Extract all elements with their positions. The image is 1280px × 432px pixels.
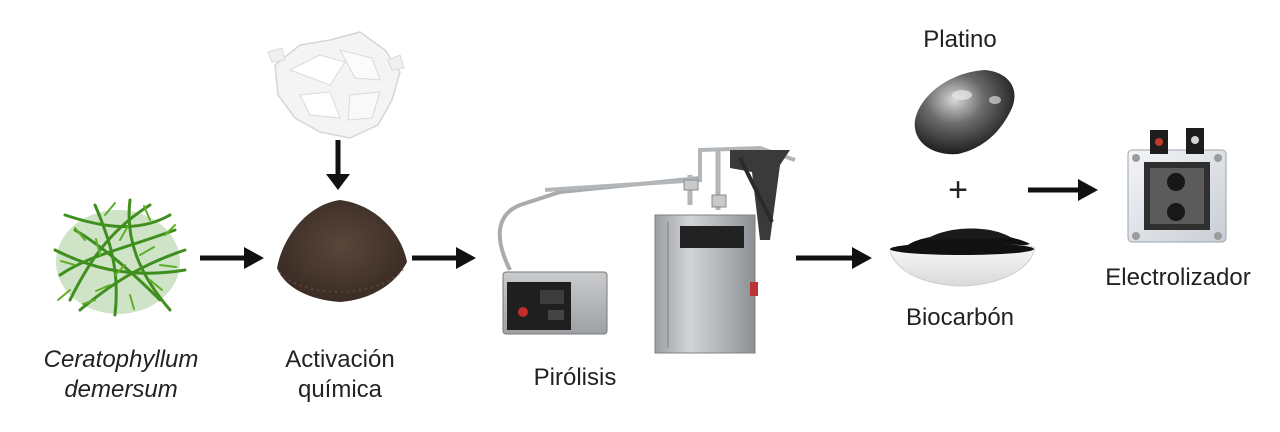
label-activation-line2: química bbox=[297, 376, 383, 403]
chemical-flakes-icon bbox=[267, 31, 405, 139]
down-arrow bbox=[326, 140, 350, 190]
label-pyrolysis: Pirólisis bbox=[533, 364, 617, 391]
label-plant-line1: Ceratophyllum bbox=[43, 346, 199, 373]
label-activation-line1: Activación bbox=[285, 346, 395, 373]
plus-sign: + bbox=[948, 171, 968, 209]
arrow-activation-to-pyrolysis bbox=[412, 247, 476, 269]
label-plant-line2: demersum bbox=[64, 376, 178, 403]
arrow-biochar-to-electrolyzer bbox=[1028, 179, 1098, 201]
arrow-plant-to-activation bbox=[200, 247, 264, 269]
powder-pile-icon bbox=[277, 200, 407, 302]
label-ceratophyllum-demersum: Ceratophyllum demersum bbox=[16, 345, 226, 405]
arrow-pyrolysis-to-biochar bbox=[796, 247, 872, 269]
pyrolysis-furnace-icon bbox=[497, 145, 796, 354]
biochar-bowl-icon bbox=[889, 228, 1036, 287]
label-platinum: Platino bbox=[923, 26, 997, 53]
label-chemical-activation: Activación química bbox=[245, 345, 435, 405]
label-biochar: Biocarbón bbox=[905, 304, 1015, 331]
platinum-nugget-icon bbox=[914, 70, 1015, 155]
label-electrolyzer: Electrolizador bbox=[1105, 264, 1251, 291]
aquatic-plant-icon bbox=[53, 198, 187, 317]
electrolyzer-cell-icon bbox=[1127, 128, 1227, 243]
